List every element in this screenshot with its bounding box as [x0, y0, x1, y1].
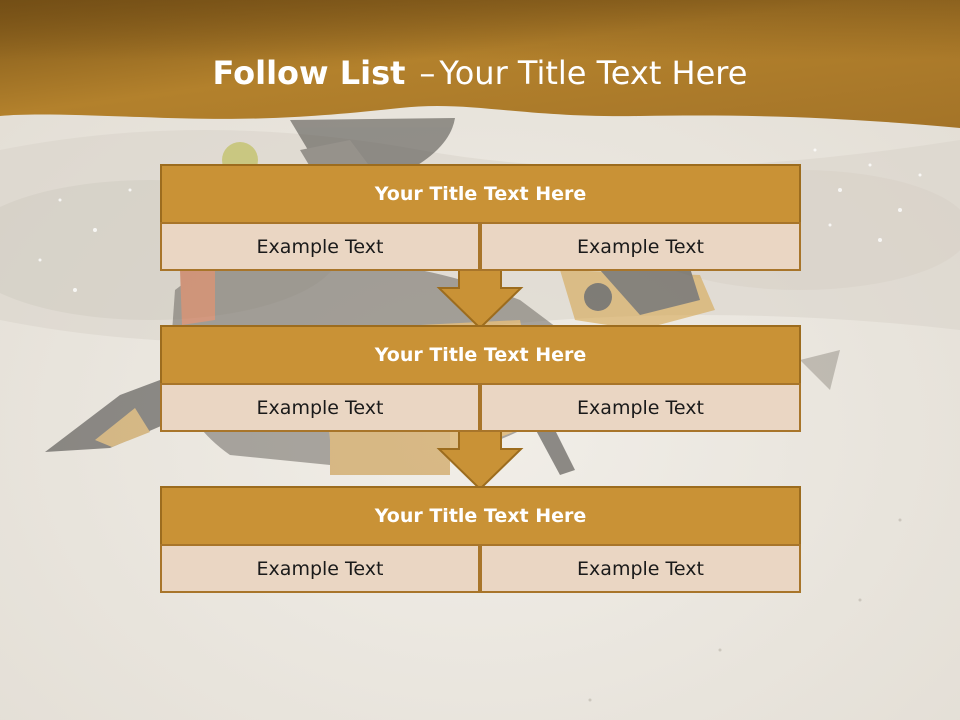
down-arrow-icon — [436, 430, 524, 491]
block-cell-right: Example Text — [480, 222, 801, 271]
block-title: Your Title Text Here — [160, 486, 801, 546]
list-block-2: Your Title Text Here Example Text Exampl… — [160, 325, 801, 432]
title-separator: – — [419, 54, 436, 92]
block-cell-left: Example Text — [160, 383, 480, 432]
title-text: Your Title Text Here — [439, 54, 748, 92]
block-cell-right: Example Text — [480, 544, 801, 593]
block-title: Your Title Text Here — [160, 164, 801, 224]
block-cell-left: Example Text — [160, 222, 480, 271]
title-bold-text: Follow List — [212, 54, 406, 92]
block-cell-left: Example Text — [160, 544, 480, 593]
list-block-3: Your Title Text Here Example Text Exampl… — [160, 486, 801, 593]
block-cell-right: Example Text — [480, 383, 801, 432]
slide-title: Follow List–Your Title Text Here — [0, 54, 960, 92]
list-block-1: Your Title Text Here Example Text Exampl… — [160, 164, 801, 271]
block-title: Your Title Text Here — [160, 325, 801, 385]
down-arrow-icon — [436, 269, 524, 330]
